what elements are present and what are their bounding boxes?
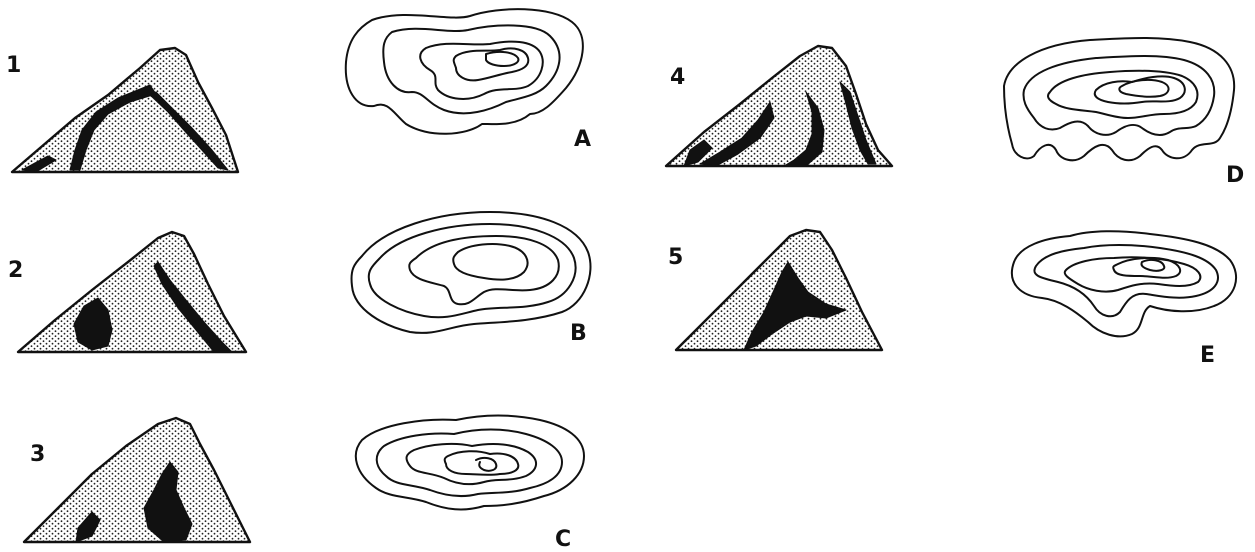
mountain-label-4: 4 (670, 65, 685, 90)
mountain-label-3: 3 (30, 442, 45, 467)
mountain-sketch-1 (12, 48, 238, 172)
contour-map-a (346, 9, 583, 134)
contour-label-d: D (1226, 163, 1244, 188)
mountain-label-5: 5 (668, 245, 683, 270)
contour-map-c (356, 416, 584, 510)
contour-map-e (1012, 231, 1236, 336)
contour-label-c: C (555, 527, 571, 552)
contour-label-b: B (570, 321, 587, 346)
mountain-label-2: 2 (8, 258, 23, 283)
contour-map-d (1004, 38, 1234, 160)
contour-label-e: E (1200, 343, 1215, 368)
mountain-sketch-5 (676, 230, 882, 350)
mountain-sketch-2 (18, 232, 246, 352)
mountain-label-1: 1 (6, 53, 21, 78)
mountain-sketch-3 (24, 418, 250, 542)
contour-map-b (351, 212, 590, 333)
mountain-sketch-4 (666, 46, 892, 166)
contour-label-a: A (574, 127, 591, 152)
